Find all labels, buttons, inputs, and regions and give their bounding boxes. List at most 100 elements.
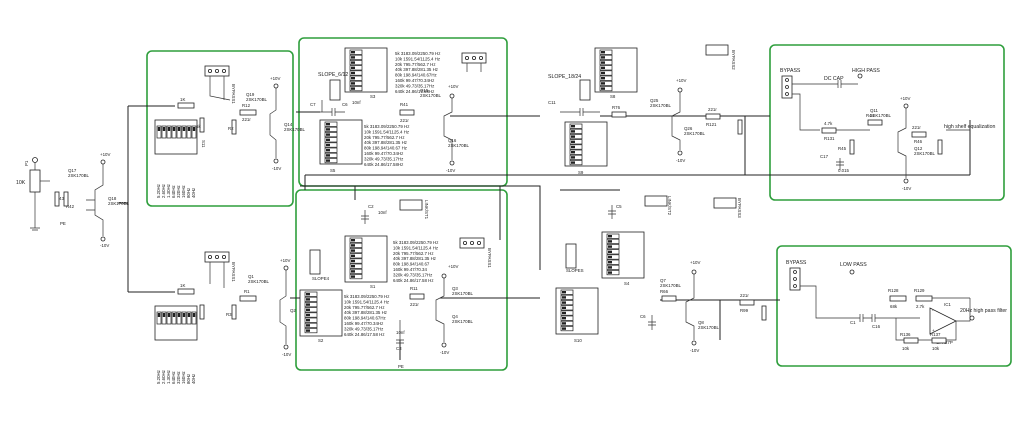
dip-switch-cell[interactable] [156, 125, 162, 139]
dip-switch-cell[interactable] [324, 132, 338, 138]
dip-switch-cell[interactable] [161, 311, 167, 325]
dip-switch-cell[interactable] [176, 125, 182, 139]
dip-switch-cell[interactable] [166, 125, 172, 139]
dip-switch-knob [172, 127, 176, 131]
dip-switch-knob [177, 127, 181, 131]
dip-switch-cell[interactable] [349, 86, 363, 92]
lp-right-neg: -10V [690, 348, 699, 353]
dip-switch-cell[interactable] [349, 268, 363, 274]
dip-switch-knob [351, 239, 355, 242]
dip-switch-cell[interactable] [304, 291, 318, 297]
dip-switch-cell[interactable] [349, 242, 363, 248]
dip-switch-cell[interactable] [349, 248, 363, 254]
dip-freq-label: 5.20Hz [156, 184, 161, 198]
dip-switch-cell[interactable] [324, 152, 338, 158]
dip-switch-cell[interactable] [349, 70, 363, 76]
dip-switch-cell[interactable] [569, 123, 583, 129]
dip-switch-cell[interactable] [191, 311, 197, 325]
dip-switch-cell[interactable] [599, 86, 613, 92]
dip-switch-cell[interactable] [304, 296, 318, 302]
dip-switch-cell[interactable] [560, 320, 574, 326]
dip-switch-cell[interactable] [304, 317, 318, 323]
dip-switch-cell[interactable] [606, 264, 620, 270]
dip-switch-cell[interactable] [349, 274, 363, 280]
dip-switch-cell[interactable] [324, 158, 338, 164]
dip-switch-cell[interactable] [569, 149, 583, 155]
dip-switch-cell[interactable] [171, 125, 177, 139]
dip-switch-cell[interactable] [599, 70, 613, 76]
dip-switch-cell[interactable] [181, 311, 187, 325]
dip-switch-cell[interactable] [560, 315, 574, 321]
dip-switch-cell[interactable] [161, 125, 167, 139]
dip-switch-cell[interactable] [176, 311, 182, 325]
hp-bypass2: BYPASS2 [731, 50, 736, 70]
lp-right-q7-type: 2SK170BL [660, 283, 682, 288]
dip-switch-cell[interactable] [349, 263, 363, 269]
dip-switch-cell[interactable] [191, 125, 197, 139]
dip-switch-cell[interactable] [560, 326, 574, 332]
dip-switch-cell[interactable] [304, 322, 318, 328]
dip-switch-cell[interactable] [304, 307, 318, 313]
dip-switch-cell[interactable] [166, 311, 172, 325]
dip-switch-cell[interactable] [606, 254, 620, 260]
dip-switch-cell[interactable] [569, 134, 583, 140]
dip-switch-cell[interactable] [606, 270, 620, 276]
dip-switch-cell[interactable] [569, 128, 583, 134]
dip-switch-cell[interactable] [349, 237, 363, 243]
dip-switch-cell[interactable] [606, 238, 620, 244]
dip-switch-cell[interactable] [606, 249, 620, 255]
dip-switch-cell[interactable] [606, 244, 620, 250]
dip-switch-cell[interactable] [349, 60, 363, 66]
dip-switch-cell[interactable] [349, 80, 363, 86]
dip-switch-cell[interactable] [569, 154, 583, 160]
dip-switch-knob [306, 324, 310, 327]
lp-right-q8: Q8 [698, 320, 704, 325]
dip-switch-cell[interactable] [324, 121, 338, 127]
dip-switch-cell[interactable] [324, 137, 338, 143]
dip-switch-cell[interactable] [324, 142, 338, 148]
dip-switch-cell[interactable] [569, 144, 583, 150]
dip-freq-label: 2.60Hz [161, 370, 166, 384]
dip-switch-cell[interactable] [569, 139, 583, 145]
dip-switch-cell[interactable] [599, 60, 613, 66]
dip-switch-cell[interactable] [560, 305, 574, 311]
dip-switch-cell[interactable] [560, 289, 574, 295]
dip-switch-knob [608, 245, 612, 248]
dip-switch-cell[interactable] [569, 160, 583, 166]
dip-switch-cell[interactable] [599, 75, 613, 81]
dip-switch-cell[interactable] [171, 311, 177, 325]
high-shelf-q11-type: 2SK170BL [870, 113, 892, 118]
dip-switch-cell[interactable] [324, 126, 338, 132]
dip-switch-knob [187, 313, 191, 317]
dip-switch-cell[interactable] [186, 125, 192, 139]
dip-switch-cell[interactable] [349, 75, 363, 81]
dip-switch-cell[interactable] [599, 80, 613, 86]
dip-switch-cell[interactable] [599, 49, 613, 55]
dip-switch-cell[interactable] [304, 328, 318, 334]
dip-switch-cell[interactable] [181, 125, 187, 139]
dip-switch-cell[interactable] [349, 65, 363, 71]
dip-switch-cell[interactable] [599, 54, 613, 60]
dip-switch-cell[interactable] [560, 300, 574, 306]
dip-switch-cell[interactable] [349, 258, 363, 264]
dip-switch-cell[interactable] [186, 311, 192, 325]
dip-switch-cell[interactable] [324, 147, 338, 153]
dip-switch-knob [351, 56, 355, 59]
dip-switch-cell[interactable] [156, 311, 162, 325]
dip-switch-cell[interactable] [606, 259, 620, 265]
dip-switch-cell[interactable] [349, 54, 363, 60]
dip-switch-cell[interactable] [560, 294, 574, 300]
dip-switch-cell[interactable] [606, 233, 620, 239]
lp-q4-type: 2SK170BL [452, 319, 474, 324]
dip-switch-cell[interactable] [304, 312, 318, 318]
dip-switch-knob [351, 249, 355, 252]
dip-switch-cell[interactable] [599, 65, 613, 71]
dip-switch-cell[interactable] [349, 253, 363, 259]
dip-switch-cell[interactable] [560, 310, 574, 316]
hp-left-r12-label: R12 [242, 103, 251, 108]
dip-switch-cell[interactable] [349, 49, 363, 55]
q18-label: Q18 [108, 196, 117, 201]
dip-switch-knob [351, 254, 355, 257]
dip-switch-cell[interactable] [304, 302, 318, 308]
